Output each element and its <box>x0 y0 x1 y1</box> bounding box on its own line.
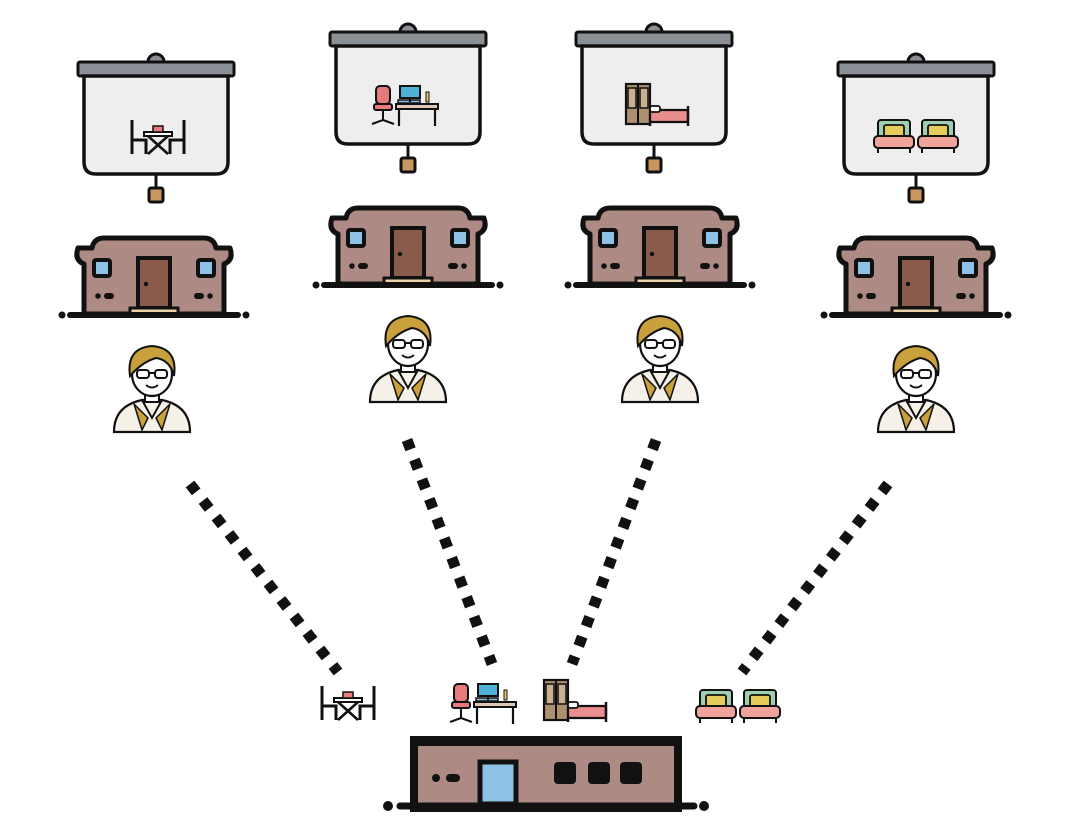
branch-dining <box>59 52 250 434</box>
person-with-glasses-icon <box>368 314 448 404</box>
house-icon <box>565 208 756 289</box>
person-with-glasses-icon <box>112 344 192 434</box>
central-building-icon <box>383 736 709 812</box>
house-icon <box>821 238 1012 319</box>
branch-living <box>821 52 1012 434</box>
projection-board <box>836 52 996 204</box>
branch-office <box>313 22 504 404</box>
office-chair-and-desk-icon <box>448 682 518 726</box>
wardrobe-and-bed-icon <box>542 678 608 724</box>
hub-furniture-row <box>320 678 780 726</box>
person-with-glasses-icon <box>876 344 956 434</box>
connector-bedroom <box>566 438 662 666</box>
person-with-glasses-icon <box>620 314 700 404</box>
branch-bedroom <box>565 22 756 404</box>
armchairs-icon <box>696 690 780 723</box>
projection-board <box>574 22 734 174</box>
connector-office <box>401 438 498 666</box>
house-icon <box>313 208 504 289</box>
connector-living <box>737 480 893 676</box>
connector-dining <box>185 480 343 676</box>
dining-table-with-chairs-icon <box>320 684 376 722</box>
connectors <box>185 438 893 676</box>
house-icon <box>59 238 250 319</box>
